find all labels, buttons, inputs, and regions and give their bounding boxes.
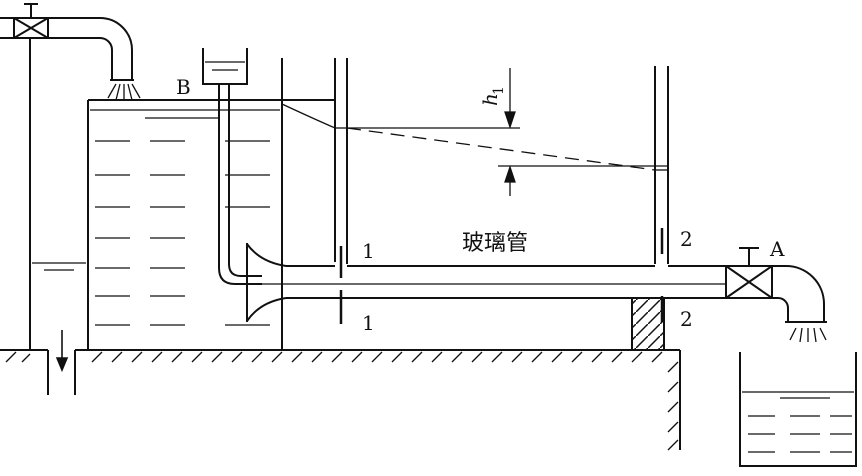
ground-hatching	[5, 351, 679, 451]
label-section-2-top: 2	[680, 227, 693, 251]
outlet-valve-icon	[725, 247, 773, 299]
label-section-1-top: 1	[362, 239, 375, 263]
pipe-support	[631, 297, 665, 351]
collection-tank	[739, 352, 857, 467]
outlet-elbow	[772, 265, 827, 323]
supply-valve-icon	[13, 3, 49, 39]
supply-water-spray	[107, 83, 141, 101]
label-section-1-bottom: 1	[362, 311, 375, 335]
h1-dimension	[504, 68, 516, 196]
down-arrow-icon	[55, 330, 69, 373]
label-section-2-bottom: 2	[680, 307, 693, 331]
overflow-water-level	[32, 262, 86, 271]
outlet-water-spray	[789, 327, 827, 343]
glass-test-pipe	[262, 265, 726, 299]
label-h1-subscript: 1	[491, 86, 507, 95]
piezometer-tube-2	[654, 66, 669, 264]
collection-water	[742, 391, 854, 453]
label-point-a: A	[769, 237, 785, 261]
supply-pipe	[0, 17, 134, 81]
dye-injection-tube	[218, 84, 262, 285]
main-tank	[87, 58, 336, 350]
piezometer-levels	[335, 127, 668, 171]
label-h1: h 1	[478, 86, 507, 106]
hydraulic-grade-line	[281, 103, 656, 171]
dye-reservoir	[202, 48, 248, 85]
ground-floor	[0, 349, 681, 450]
label-glass-tube: 玻璃管	[462, 231, 528, 256]
label-h1-symbol: h	[478, 93, 502, 106]
bellmouth-inlet	[246, 243, 287, 322]
overflow-channel	[29, 38, 88, 395]
tank-water	[90, 109, 280, 326]
label-point-b: B	[176, 75, 191, 99]
